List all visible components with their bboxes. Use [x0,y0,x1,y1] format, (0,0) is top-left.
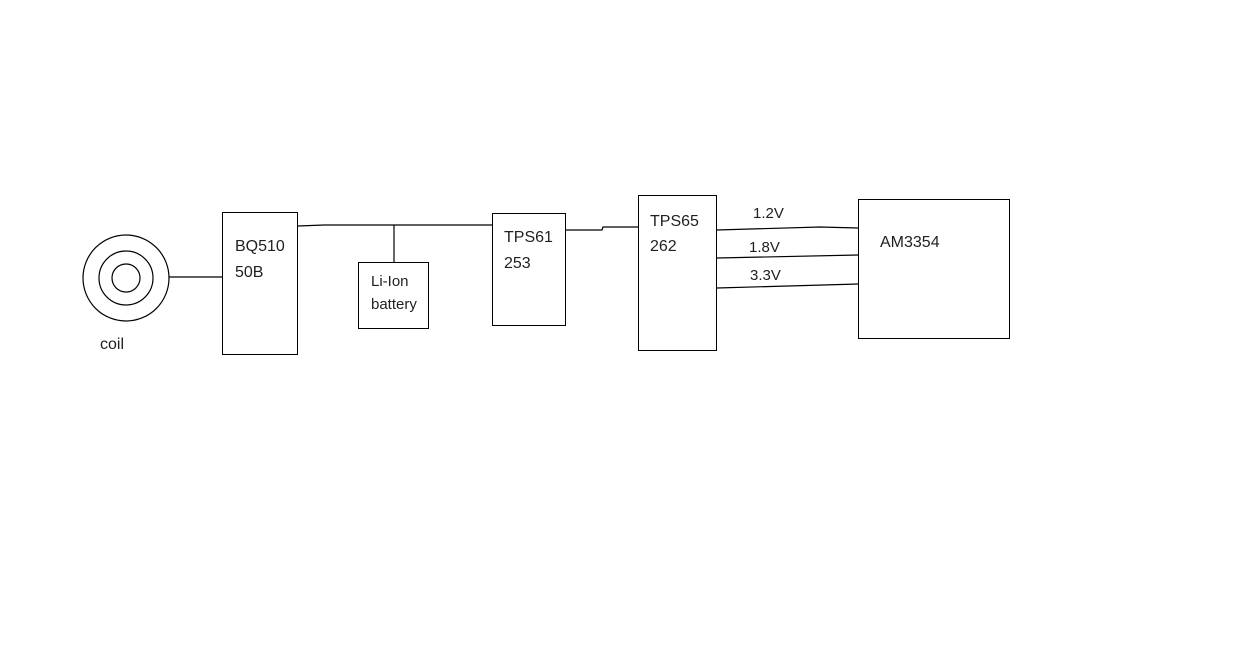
block-bq51050b-label-line2: 50B [235,264,264,281]
coil-middle-ring [98,250,154,306]
block-battery-label-line2: battery [371,296,417,313]
block-tps65262-label-line2: 262 [650,238,677,255]
connector-rail-1v2 [716,226,859,231]
coil-label: coil [100,336,125,353]
block-li-ion-battery: Li-Ion battery [358,262,429,329]
block-tps61253: TPS61 253 [492,213,566,326]
block-tps65262-label-line1: TPS65 [650,213,699,230]
block-am3354: AM3354 [858,199,1010,339]
block-battery-label-line1: Li-Ion [371,273,409,290]
connector-boost-to-pmic [566,226,638,231]
block-bq51050b: BQ510 50B [222,212,298,355]
connector-rail-3v3 [716,283,859,289]
rail-1v8-label: 1.8V [749,239,780,256]
rail-1v2-label: 1.2V [753,205,784,222]
coil-inner-ring [111,263,141,293]
block-tps61253-label-line2: 253 [504,255,531,272]
connector-charger-to-boost [297,224,492,227]
block-bq51050b-label-line1: BQ510 [235,238,285,255]
coil-outer-ring [82,234,170,322]
block-tps65262: TPS65 262 [638,195,717,351]
connector-rail-1v8 [716,254,859,259]
rail-3v3-label: 3.3V [750,267,781,284]
block-am3354-label: AM3354 [880,234,940,251]
block-tps61253-label-line1: TPS61 [504,229,553,246]
coil-icon [82,234,170,322]
